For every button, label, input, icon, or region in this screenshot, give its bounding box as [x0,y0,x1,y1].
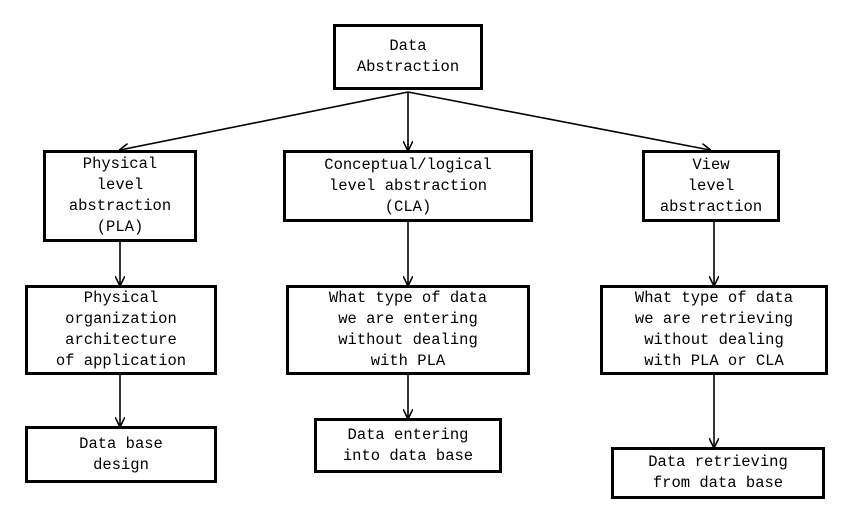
node-retrieving-type: What type of data we are retrieving with… [600,285,828,375]
node-view-level: View level abstraction [642,150,780,222]
node-data-retrieving: Data retrieving from data base [611,447,825,499]
arrow-root-to-view [407,91,710,150]
node-data-entering: Data entering into data base [314,418,502,473]
node-data-abstraction: Data Abstraction [333,24,483,90]
node-conceptual-level: Conceptual/logical level abstraction (CL… [283,150,533,222]
node-physical-level: Physical level abstraction (PLA) [43,150,197,242]
node-entering-type: What type of data we are entering withou… [286,285,530,375]
node-database-design: Data base design [25,426,217,483]
arrow-root-to-physical [120,91,409,150]
node-physical-organization: Physical organization architecture of ap… [25,285,217,375]
